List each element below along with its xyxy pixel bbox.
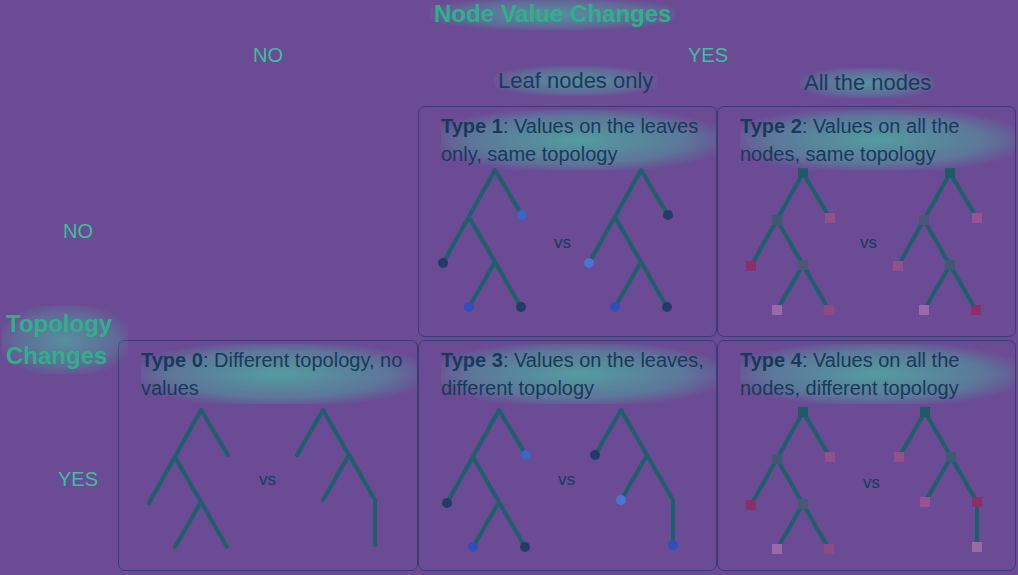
type-box: Type 4: Values on all the nodes, differe…	[717, 340, 1016, 571]
axis-label: YES	[684, 42, 732, 69]
axis-label: Topology Changes	[2, 306, 128, 374]
vs-label: vs	[255, 468, 280, 492]
vs-label: vs	[856, 231, 881, 255]
axis-label: NO	[59, 218, 97, 245]
axis-label: Node Value Changes	[430, 0, 675, 30]
type-caption: Type 4: Values on all the nodes, differe…	[740, 344, 1015, 404]
type-box: Type 0: Different topology, no values	[118, 340, 418, 571]
axis-label: YES	[54, 466, 102, 493]
type-box: Type 3: Values on the leaves, different …	[418, 340, 717, 571]
type-caption: Type 0: Different topology, no values	[141, 344, 417, 404]
type-caption: Type 2: Values on all the nodes, same to…	[740, 110, 1015, 170]
vs-label: vs	[554, 468, 579, 492]
vs-label: vs	[859, 471, 884, 495]
type-box: Type 2: Values on all the nodes, same to…	[717, 106, 1016, 337]
axis-label: NO	[249, 42, 287, 69]
type-caption: Type 1: Values on the leaves only, same …	[441, 110, 716, 170]
type-caption: Type 3: Values on the leaves, different …	[441, 344, 716, 404]
axis-label: Leaf nodes only	[494, 66, 657, 96]
type-box: Type 1: Values on the leaves only, same …	[418, 106, 717, 337]
vs-label: vs	[550, 231, 575, 255]
axis-label: All the nodes	[800, 68, 935, 98]
